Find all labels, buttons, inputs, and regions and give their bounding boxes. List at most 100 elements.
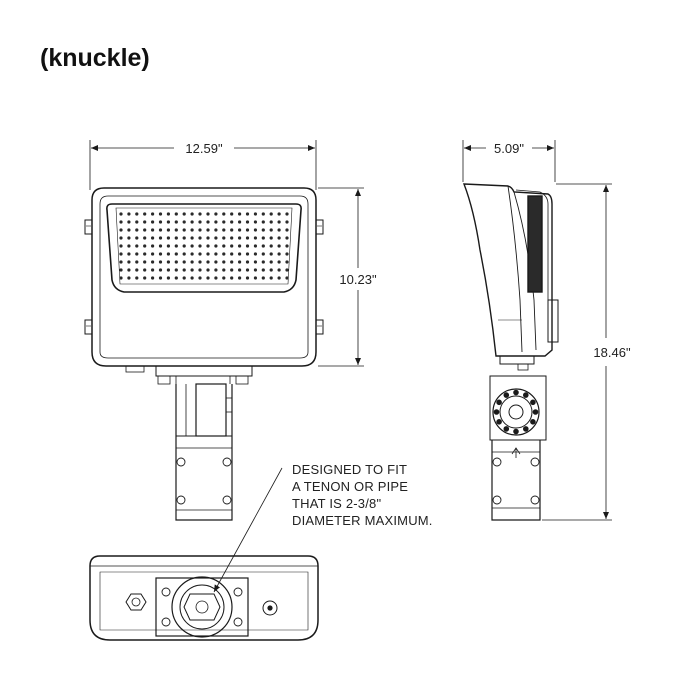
led-dot <box>238 212 242 216</box>
led-dot <box>261 220 265 224</box>
led-dot <box>119 276 123 280</box>
led-dot <box>245 276 250 280</box>
led-dot <box>127 212 131 216</box>
rosette-tooth <box>522 426 529 432</box>
led-dot <box>135 212 139 216</box>
led-dot <box>190 252 194 256</box>
led-dot <box>166 260 170 264</box>
led-dot <box>238 244 242 248</box>
led-dot <box>143 260 147 264</box>
led-dot <box>214 276 218 280</box>
led-dot <box>285 276 289 280</box>
led-dot <box>230 244 234 248</box>
led-dot <box>198 244 202 248</box>
led-dot <box>214 228 218 232</box>
led-dot <box>190 260 194 264</box>
led-dot <box>198 260 202 264</box>
led-dot <box>238 220 242 224</box>
led-dot <box>222 252 226 256</box>
rosette-tooth <box>530 399 536 406</box>
led-dot <box>190 268 194 272</box>
led-dot <box>127 228 131 232</box>
led-dot <box>174 268 178 272</box>
led-dot <box>206 220 210 224</box>
led-dot <box>135 244 139 248</box>
led-dot <box>277 212 281 216</box>
led-dot <box>269 244 273 248</box>
led-dot <box>127 220 131 224</box>
led-dot <box>261 276 265 280</box>
led-dot <box>214 268 218 272</box>
led-dot <box>253 220 257 224</box>
led-dot <box>143 236 147 240</box>
led-dot <box>198 212 202 216</box>
led-dot <box>253 212 257 216</box>
led-dot <box>253 244 257 248</box>
led-dot <box>174 252 178 256</box>
led-dot <box>285 220 289 224</box>
led-dot <box>166 220 170 224</box>
led-dot <box>285 212 289 216</box>
led-dot <box>277 236 281 240</box>
rosette-tooth <box>513 389 519 396</box>
led-dot <box>261 260 265 264</box>
led-dot <box>190 276 194 280</box>
led-dot <box>119 260 123 264</box>
led-dot <box>151 260 155 264</box>
rosette-tooth <box>493 409 500 415</box>
led-dot <box>151 228 155 232</box>
led-dot <box>230 252 234 256</box>
led-dot <box>135 220 139 224</box>
led-dot <box>230 220 234 224</box>
side-height-label: 18.46" <box>593 345 631 360</box>
led-dot <box>182 268 186 272</box>
led-dot <box>277 244 281 248</box>
led-dot <box>214 252 218 256</box>
led-dot <box>222 244 226 248</box>
rosette-tooth <box>532 409 539 415</box>
front-width-label: 12.59" <box>185 141 223 156</box>
led-dot <box>151 252 155 256</box>
led-dot <box>206 236 210 240</box>
led-dot <box>198 236 202 240</box>
note-line-4: DIAMETER MAXIMUM. <box>292 513 433 528</box>
rosette-tooth <box>503 426 510 432</box>
led-dot <box>277 276 281 280</box>
led-dot <box>166 244 170 248</box>
led-dot <box>119 252 123 256</box>
led-dot <box>238 228 242 232</box>
led-dot <box>143 220 147 224</box>
led-dot <box>151 212 155 216</box>
led-dot <box>158 276 163 280</box>
led-dot <box>127 236 131 240</box>
led-dot <box>166 252 170 256</box>
rosette-tooth <box>530 418 536 425</box>
led-dot <box>119 228 123 232</box>
led-dot <box>190 236 194 240</box>
led-dot <box>230 260 234 264</box>
led-dot <box>158 252 163 256</box>
led-dot <box>127 244 131 248</box>
note-line-1: DESIGNED TO FIT <box>292 462 407 477</box>
led-dot <box>253 276 257 280</box>
led-dot <box>119 220 123 224</box>
led-dot <box>158 260 163 264</box>
led-dot <box>190 220 194 224</box>
led-dot <box>253 228 257 232</box>
led-array <box>119 212 289 280</box>
led-dot <box>182 212 186 216</box>
led-dot <box>285 236 289 240</box>
note-line-2: A TENON OR PIPE <box>292 479 408 494</box>
led-dot <box>238 260 242 264</box>
led-dot <box>285 244 289 248</box>
led-dot <box>182 220 186 224</box>
led-dot <box>245 228 250 232</box>
led-dot <box>285 228 289 232</box>
rosette-tooth <box>513 428 519 435</box>
led-dot <box>151 268 155 272</box>
note-line-3: THAT IS 2-3/8" <box>292 496 381 511</box>
led-dot <box>245 244 250 248</box>
led-dot <box>158 236 163 240</box>
led-dot <box>206 244 210 248</box>
led-dot <box>174 236 178 240</box>
